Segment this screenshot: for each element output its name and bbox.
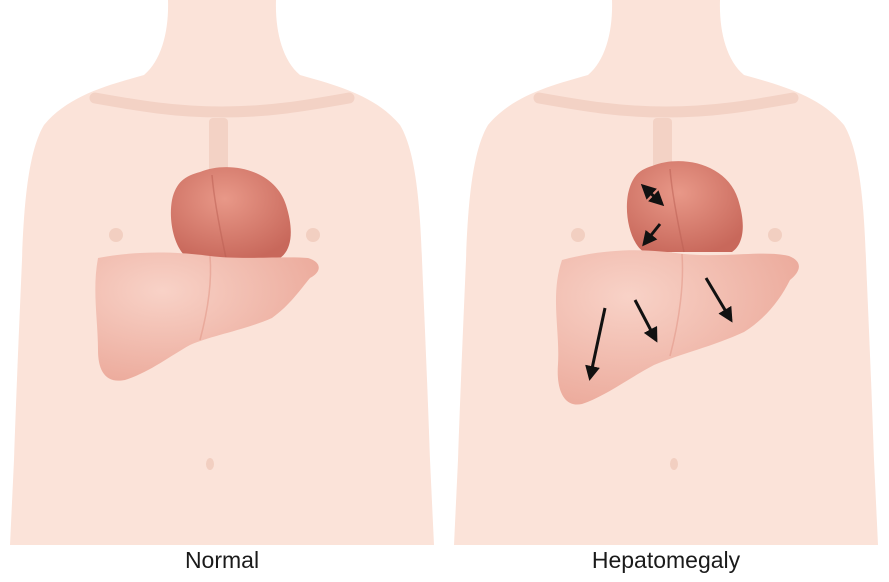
hepatomegaly-panel: Hepatomegaly <box>444 0 888 582</box>
left-nipple <box>571 228 585 242</box>
hepatomegaly-torso-illustration <box>444 0 888 545</box>
normal-caption: Normal <box>0 547 444 574</box>
right-nipple <box>768 228 782 242</box>
left-nipple <box>109 228 123 242</box>
normal-panel: Normal <box>0 0 444 582</box>
navel <box>206 458 214 470</box>
hepatomegaly-caption: Hepatomegaly <box>444 547 888 574</box>
right-nipple <box>306 228 320 242</box>
normal-torso-illustration <box>0 0 444 545</box>
navel <box>670 458 678 470</box>
